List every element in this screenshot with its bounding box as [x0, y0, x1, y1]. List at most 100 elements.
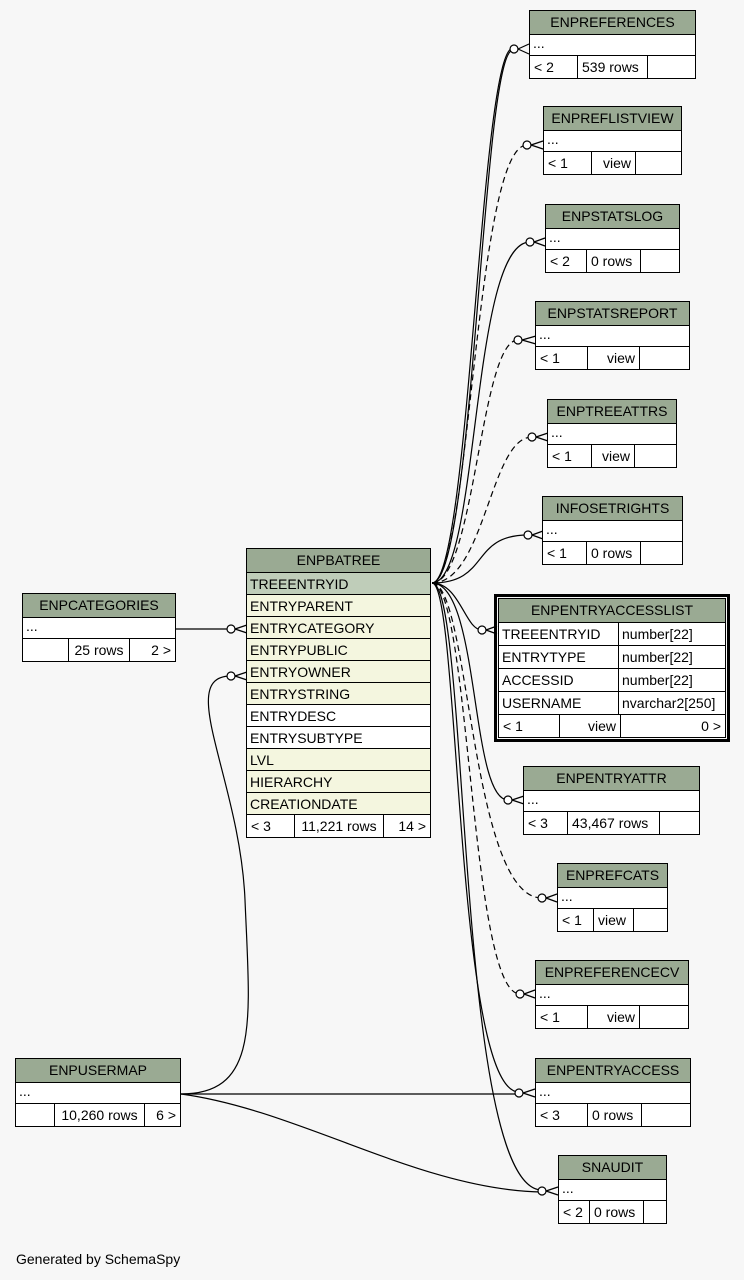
edge-enpusermap-snaudit [180, 1093, 543, 1193]
parents-count [23, 639, 69, 661]
edge-snaudit [431, 582, 543, 1191]
children-count [641, 250, 679, 272]
table-name: ENPSTATSLOG [546, 205, 679, 229]
columns-ellipsis: ... [548, 424, 676, 445]
columns-ellipsis: ... [536, 1083, 690, 1104]
column-row[interactable]: ENTRYTYPE number[22] [499, 646, 725, 669]
column-type: nvarchar2[250] [622, 695, 716, 711]
row-count: 0 rows [590, 1201, 644, 1223]
row-count: view [592, 445, 635, 467]
column-lvl[interactable]: LVL [247, 749, 430, 771]
row-count: view [592, 152, 636, 174]
children-count [642, 1104, 690, 1126]
columns-ellipsis: ... [536, 326, 689, 347]
table-enpbatree[interactable]: ENPBATREE TREEENTRYID ENTRYPARENT ENTRYC… [246, 548, 431, 838]
children-count: 14 > [398, 818, 426, 834]
row-count: view [588, 1006, 640, 1028]
column-entrystring[interactable]: ENTRYSTRING [247, 683, 430, 705]
edge-enppreferencecv [431, 582, 521, 995]
edge-enppreferences [431, 47, 514, 584]
column-entryowner[interactable]: ENTRYOWNER [247, 661, 430, 683]
parents-count: < 3 [536, 1104, 588, 1126]
column-name: TREEENTRYID [499, 623, 619, 645]
table-enpentryaccess[interactable]: ENPENTRYACCESS ... < 3 0 rows [535, 1058, 691, 1127]
table-enppreferences[interactable]: ENPREFERENCES ... < 2 539 rows [529, 10, 696, 79]
table-infosetrights[interactable]: INFOSETRIGHTS ... < 1 0 rows [542, 496, 683, 565]
table-name: INFOSETRIGHTS [543, 497, 682, 521]
table-name: ENPENTRYACCESSLIST [499, 599, 725, 623]
columns-ellipsis: ... [23, 618, 175, 639]
table-name: ENPREFCATS [558, 864, 667, 888]
parents-count: < 1 [536, 347, 588, 369]
table-enprefcats[interactable]: ENPREFCATS ... < 1 view [557, 863, 668, 932]
table-name: ENPREFERENCECV [536, 961, 688, 985]
table-enptreeattrs[interactable]: ENPTREEATTRS ... < 1 view [547, 399, 677, 468]
children-count [640, 1006, 688, 1028]
columns-ellipsis: ... [530, 35, 695, 56]
columns-ellipsis: ... [544, 131, 681, 152]
table-name: ENPREFERENCES [530, 11, 695, 35]
columns-ellipsis: ... [536, 985, 688, 1006]
row-count: 10,260 rows [55, 1104, 145, 1126]
column-hierarchy[interactable]: HIERARCHY [247, 771, 430, 793]
table-enpentryaccesslist[interactable]: ENPENTRYACCESSLIST TREEENTRYID number[22… [494, 594, 730, 742]
parents-count: < 2 [530, 56, 578, 78]
column-entrycategory[interactable]: ENTRYCATEGORY [247, 617, 430, 639]
table-enpentryattr[interactable]: ENPENTRYATTR ... < 3 43,467 rows [523, 766, 700, 835]
column-name: ENTRYTYPE [499, 646, 619, 668]
table-enppreferencecv[interactable]: ENPREFERENCECV ... < 1 view [535, 960, 689, 1029]
column-entrydesc[interactable]: ENTRYDESC [247, 705, 430, 727]
table-name: ENPENTRYATTR [524, 767, 699, 791]
edge-enpentryaccess [431, 582, 520, 1093]
columns-ellipsis: ... [558, 888, 667, 909]
table-enpcategories[interactable]: ENPCATEGORIES ... 25 rows 2 > [22, 593, 176, 662]
table-enpstatsreport[interactable]: ENPSTATSREPORT ... < 1 view [535, 301, 690, 370]
table-enpstatslog[interactable]: ENPSTATSLOG ... < 2 0 rows [545, 204, 680, 273]
table-name: ENPUSERMAP [16, 1059, 180, 1083]
column-entrypublic[interactable]: ENTRYPUBLIC [247, 639, 430, 661]
column-row[interactable]: USERNAME nvarchar2[250] [499, 692, 725, 715]
table-enpusermap[interactable]: ENPUSERMAP ... 10,260 rows 6 > [15, 1058, 181, 1127]
row-count: 539 rows [578, 56, 648, 78]
table-enpreflistview[interactable]: ENPREFLISTVIEW ... < 1 view [543, 106, 682, 175]
columns-ellipsis: ... [546, 229, 679, 250]
column-entrysubtype[interactable]: ENTRYSUBTYPE [247, 727, 430, 749]
table-name: ENPSTATSREPORT [536, 302, 689, 326]
column-name: USERNAME [499, 692, 619, 714]
children-count [641, 542, 682, 564]
table-snaudit[interactable]: SNAUDIT ... < 2 0 rows [558, 1155, 667, 1224]
table-name: ENPREFLISTVIEW [544, 107, 681, 131]
parents-count: < 1 [499, 715, 560, 737]
parents-count: < 3 [247, 815, 295, 837]
row-count: view [594, 909, 634, 931]
parents-count: < 1 [543, 542, 587, 564]
column-creationdate[interactable]: CREATIONDATE [247, 793, 430, 815]
edge-enpentryaccesslist [431, 582, 483, 631]
children-count [644, 1201, 666, 1223]
column-entryparent[interactable]: ENTRYPARENT [247, 595, 430, 617]
row-count: 43,467 rows [568, 812, 660, 834]
column-type: number[22] [622, 626, 693, 642]
edge-enpstatsreport [431, 339, 519, 584]
column-row[interactable]: ACCESSID number[22] [499, 669, 725, 692]
row-count: view [560, 715, 621, 737]
children-count: 2 > [151, 642, 171, 658]
column-row[interactable]: TREEENTRYID number[22] [499, 623, 725, 646]
children-count [640, 347, 689, 369]
edge-enpusermap-owner [180, 675, 249, 1095]
edge-enpstatslog [431, 241, 531, 584]
children-count [660, 812, 699, 834]
row-count: 0 rows [588, 1104, 642, 1126]
parents-count: < 2 [546, 250, 587, 272]
edge-enppreferences-2 [431, 49, 514, 584]
edge-enpentryattr [431, 582, 509, 801]
children-count [648, 56, 695, 78]
row-count: 0 rows [587, 250, 641, 272]
generated-by-note: Generated by SchemaSpy [16, 1251, 181, 1267]
children-count [635, 445, 676, 467]
column-treeentryid[interactable]: TREEENTRYID [247, 573, 430, 595]
columns-ellipsis: ... [16, 1083, 180, 1104]
edge-infosetrights [431, 534, 529, 584]
parents-count: < 1 [558, 909, 594, 931]
